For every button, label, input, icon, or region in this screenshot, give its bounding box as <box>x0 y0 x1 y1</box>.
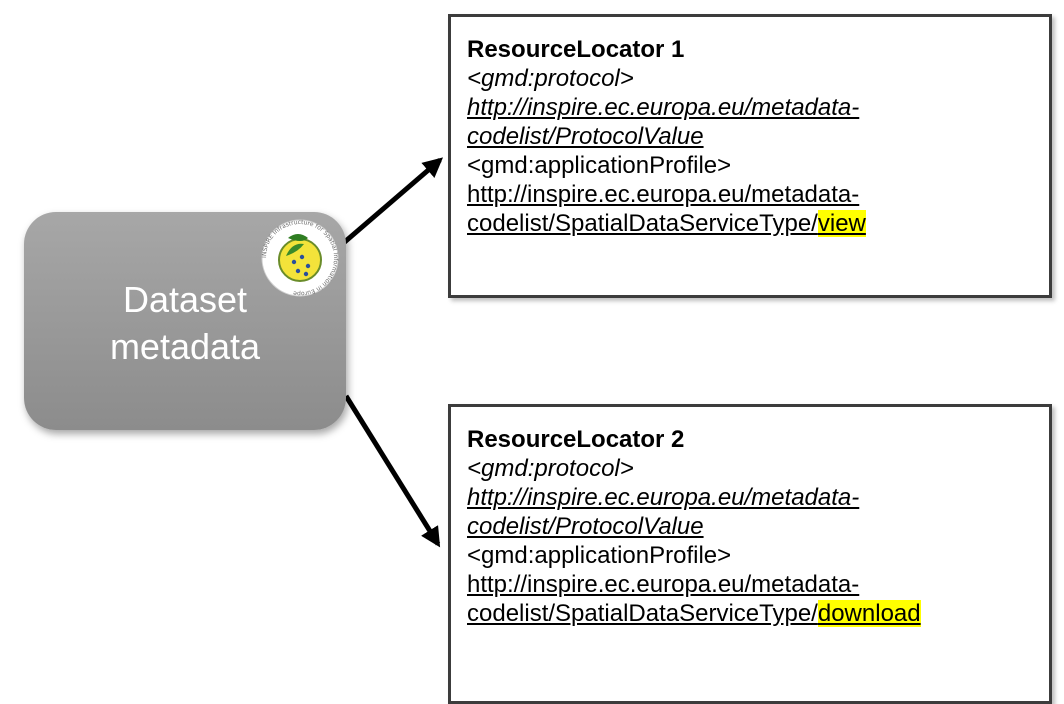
profile-link-line-1[interactable]: http://inspire.ec.europa.eu/metadata- <box>467 571 860 598</box>
protocol-link-line-2[interactable]: codelist/ProtocolValue <box>467 513 704 540</box>
protocol-tag: <gmd:protocol> <box>467 455 634 482</box>
profile-link-line-1[interactable]: http://inspire.ec.europa.eu/metadata- <box>467 181 860 208</box>
dataset-metadata-label: Dataset metadata <box>109 279 261 367</box>
profile-value-highlight: view <box>817 210 866 237</box>
protocol-link-line-1[interactable]: http://inspire.ec.europa.eu/metadata- <box>467 94 860 121</box>
application-profile-tag: <gmd:applicationProfile> <box>467 152 732 179</box>
locator-title: ResourceLocator 1 <box>467 36 685 63</box>
locator-title: ResourceLocator 2 <box>467 426 685 453</box>
protocol-link-line-1[interactable]: http://inspire.ec.europa.eu/metadata- <box>467 484 860 511</box>
inspire-logo-icon: INSPIRE Infrastructure for Spatial Infor… <box>261 219 339 297</box>
resource-locator-1: ResourceLocator 1 <gmd:protocol> http://… <box>448 14 1052 298</box>
profile-link-prefix: codelist/SpatialDataServiceType/ <box>467 600 818 627</box>
application-profile-tag: <gmd:applicationProfile> <box>467 542 732 569</box>
arrow-to-locator-1 <box>338 157 444 248</box>
profile-value-highlight: download <box>817 600 921 627</box>
resource-locator-2: ResourceLocator 2 <gmd:protocol> http://… <box>448 404 1052 704</box>
protocol-tag: <gmd:protocol> <box>467 65 634 92</box>
profile-link-prefix: codelist/SpatialDataServiceType/ <box>467 210 818 237</box>
arrow-to-locator-2 <box>343 394 441 548</box>
profile-link-line-2[interactable]: codelist/SpatialDataServiceType/view <box>467 209 1033 238</box>
protocol-link-line-2[interactable]: codelist/ProtocolValue <box>467 123 704 150</box>
profile-link-line-2[interactable]: codelist/SpatialDataServiceType/download <box>467 599 1033 628</box>
